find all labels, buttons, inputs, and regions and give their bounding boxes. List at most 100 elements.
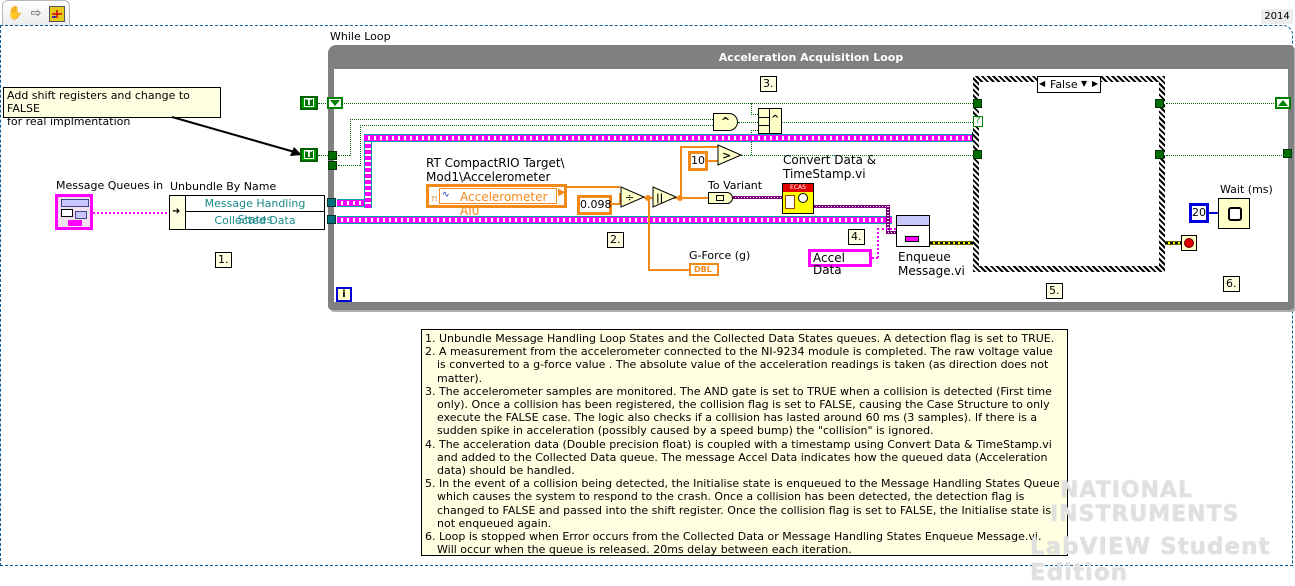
wait-constant[interactable]: 20 [1189, 203, 1209, 223]
message-queues-label: Message Queues in [56, 179, 164, 192]
boolean-wire [751, 103, 752, 115]
boolean-wire [318, 155, 328, 156]
unbundle-field-collected-data[interactable]: Collected Data [214, 214, 296, 227]
note-2: 2. A measurement from the accelerometer … [425, 345, 1053, 385]
numeric-wire [611, 203, 620, 205]
dropdown-arrow-icon[interactable]: ▼ [1081, 79, 1088, 88]
message-queues-control[interactable] [55, 194, 93, 230]
gforce-label: G-Force (g) [689, 249, 751, 262]
shift-register-right[interactable] [1275, 97, 1291, 109]
divisor-constant[interactable]: 0.098 [577, 195, 612, 215]
queue-tunnel-message[interactable] [327, 198, 336, 207]
case-selector[interactable]: ◀ False ▼ ▶ [1037, 76, 1101, 93]
boolean-tunnel-right[interactable] [1283, 149, 1292, 158]
watermark-instruments: INSTRUMENTS [1050, 502, 1240, 527]
notes-comment[interactable]: 1. Unbundle Message Handling Loop States… [421, 329, 1068, 556]
vi-icon[interactable] [49, 6, 65, 22]
message-queue-wire [364, 136, 372, 208]
numeric-wire [673, 197, 708, 199]
wire-junction [677, 195, 683, 201]
unbundle-input: ➜ [170, 196, 186, 229]
watch-icon [1228, 207, 1242, 221]
step-label-5: 5. [1046, 283, 1063, 299]
boolean-true-constant[interactable]: T [300, 96, 318, 110]
variant-wire [814, 205, 888, 208]
boolean-wire [751, 130, 752, 155]
svg-text:||: || [656, 193, 663, 204]
boolean-tunnel[interactable] [328, 151, 337, 160]
unbundle-by-name-node[interactable]: ➜ Message Handling States Collected Data [169, 195, 325, 230]
note-3: 3. The accelerometer samples are monitor… [425, 384, 1052, 438]
gforce-indicator[interactable]: DBL [689, 263, 719, 276]
clock-icon [798, 193, 808, 203]
case-tunnel[interactable] [973, 99, 982, 108]
divide-function[interactable]: ÷ [620, 186, 646, 208]
step-label-6: 6. [1223, 276, 1240, 292]
vi-banner: ECAS [783, 184, 813, 192]
cluster-icon [61, 209, 73, 217]
stop-condition-terminal[interactable] [1181, 235, 1197, 251]
greater-than-function[interactable]: > [717, 144, 743, 166]
case-structure[interactable] [973, 76, 1165, 272]
to-variant-function[interactable] [708, 192, 733, 204]
shift-register-comment[interactable]: Add shift registers and change to FALSE … [3, 87, 221, 128]
numeric-wire [648, 197, 650, 271]
note-5: 5. In the event of a collision being det… [425, 477, 1060, 530]
case-tunnel-out[interactable] [1155, 150, 1164, 159]
waveform-icon [785, 195, 795, 209]
numeric-wire [680, 146, 682, 198]
shift-register-left[interactable] [327, 97, 343, 109]
run-arrow-icon[interactable]: ⇨ [30, 6, 42, 21]
svg-text:÷: ÷ [625, 191, 634, 204]
boolean-wire [350, 119, 351, 156]
io-node-accelerometer[interactable]: ?! ∿ Accelerometer AI0 ▶ [426, 184, 567, 218]
decrement-arrow-icon[interactable]: ◀ [1039, 79, 1046, 88]
wire-junction [645, 195, 651, 201]
to-variant-label: To Variant [708, 179, 763, 192]
wait-label: Wait (ms) [1220, 183, 1273, 196]
convert-data-timestamp-vi[interactable]: ECAS [782, 183, 814, 214]
message-queue-wire-top [364, 134, 973, 142]
note-6: 6. Loop is stopped when Error occurs fro… [425, 530, 1042, 557]
boolean-wire [751, 130, 758, 131]
stop-icon [1184, 238, 1194, 248]
case-tunnel-out[interactable] [1155, 99, 1164, 108]
toolbar: ✋ ⇨ [2, 0, 70, 26]
step-label-1: 1. [215, 252, 232, 268]
boolean-wire-to-and [350, 119, 713, 120]
case-selector-value: False [1050, 78, 1078, 91]
iteration-terminal[interactable]: i [336, 287, 352, 302]
boolean-wire [751, 114, 758, 115]
numeric-wire [680, 146, 718, 148]
shift-register-wire [344, 103, 975, 104]
convert-data-label: Convert Data & TimeStamp.vi [783, 153, 877, 181]
hand-tool-icon[interactable]: ✋ [7, 6, 24, 21]
string-wire [877, 228, 879, 258]
wait-ms-function[interactable] [1218, 198, 1250, 229]
threshold-constant[interactable]: 10 [688, 151, 708, 171]
and-function[interactable]: ^ [713, 113, 738, 131]
queue-tunnel-data[interactable] [327, 215, 336, 224]
increment-arrow-icon[interactable]: ▶ [1092, 79, 1099, 88]
accel-data-constant[interactable]: Accel Data [808, 249, 872, 276]
warning-icon: ?! [431, 195, 438, 203]
output-arrow-icon: ▶ [558, 187, 566, 198]
io-node-label: RT CompactRIO Target\ Mod1\Accelerometer [426, 156, 565, 184]
note-1: 1. Unbundle Message Handling Loop States… [425, 332, 1055, 345]
case-tunnel[interactable] [973, 150, 982, 159]
step-label-3: 3. [760, 76, 777, 92]
queue-cluster-wire [93, 212, 171, 214]
absolute-value-function[interactable]: || [652, 186, 678, 208]
unbundle-field-message-handling[interactable]: Message Handling States [186, 196, 324, 226]
string-wire [872, 257, 878, 259]
enqueue-message-label: Enqueue Message.vi [898, 250, 965, 278]
variant-wire [886, 231, 896, 234]
compound-and-function[interactable]: ^ [758, 108, 782, 134]
envelope-icon [897, 216, 929, 226]
boolean-tunnel[interactable] [328, 161, 337, 170]
case-selector-terminal[interactable]: ? [973, 116, 983, 127]
message-queue-wire [337, 199, 367, 207]
enqueue-message-vi[interactable] [896, 215, 930, 247]
numeric-wire [619, 193, 621, 205]
boolean-true-constant-2[interactable]: T [300, 148, 318, 162]
